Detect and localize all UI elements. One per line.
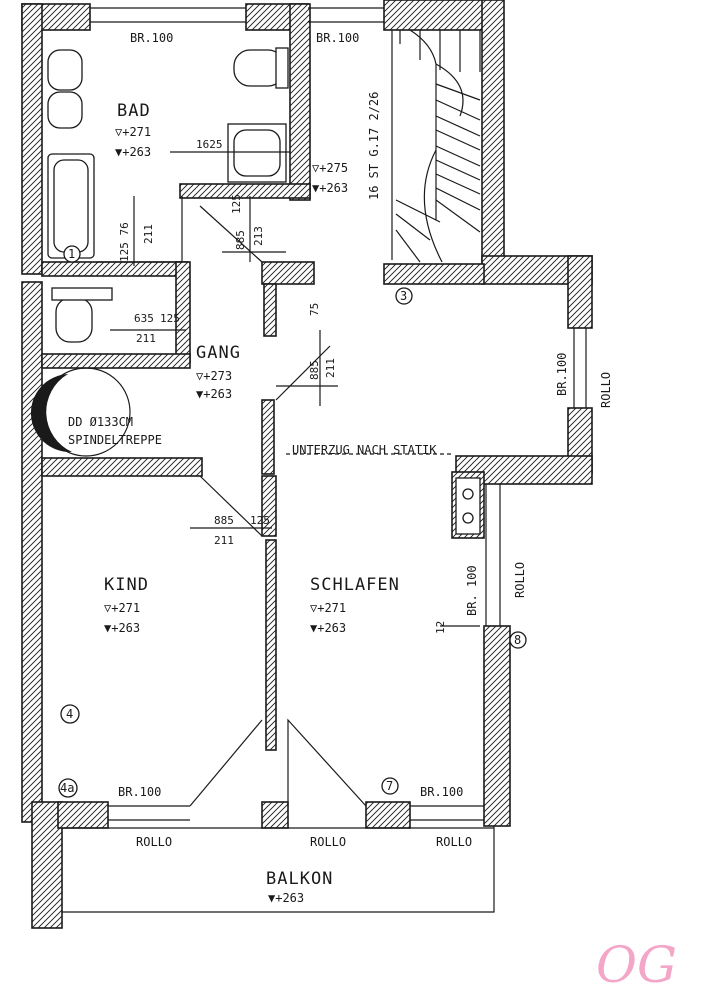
dim-635: 635 (134, 312, 154, 325)
dim-885-c: 885 (214, 514, 234, 527)
dim-125-a: 125 (230, 194, 243, 214)
spiral-staircase (30, 367, 131, 457)
window-label-right-lower: BR. 100 (465, 565, 479, 616)
rollo-label-bottom-left: ROLLO (136, 835, 172, 849)
windows (90, 7, 587, 821)
dim-211-b: 211 (136, 332, 156, 345)
interior-walls (41, 3, 485, 751)
window-label-wc: BR.100 (316, 31, 359, 45)
kind-level-1: ▽+271 (104, 601, 140, 615)
dim-213: 213 (252, 226, 265, 246)
main-staircase (391, 29, 481, 263)
dim-125-76: 125 76 (118, 222, 131, 262)
handwritten-signature: OG (596, 936, 677, 994)
dim-125-c: 125 (250, 514, 270, 527)
dim-885-a: 885 (234, 230, 247, 250)
marker-4: 4 (66, 707, 73, 721)
bath-fixtures (47, 47, 481, 535)
dimension-lines (96, 151, 480, 627)
washbasin-1 (47, 49, 83, 91)
spiral-stair-line1: DD Ø133CM (68, 415, 133, 429)
dim-1625: 1625 (196, 138, 223, 151)
rollo-label-right-lower: ROLLO (513, 562, 527, 598)
dim-885-b: 885 (308, 360, 321, 380)
dim-211-c: 211 (324, 358, 337, 378)
window-label-schlafen: BR.100 (420, 785, 463, 799)
washbasin-2 (47, 91, 83, 129)
rollo-label-bottom-mid: ROLLO (310, 835, 346, 849)
beam-note: UNTERZUG NACH STATIK (292, 443, 437, 457)
rollo-label-bottom-right: ROLLO (436, 835, 472, 849)
dim-12: 12 (434, 621, 447, 634)
marker-4a: 4a (60, 781, 74, 795)
room-name-bad: BAD (117, 101, 151, 121)
room-name-balkon: BALKON (266, 869, 333, 889)
wc-level-2: ▼+263 (312, 181, 348, 195)
marker-8: 8 (514, 633, 521, 647)
window-label-right-upper: BR.100 (555, 353, 569, 396)
bad-level-2: ▼+263 (115, 145, 151, 159)
wc-level-1: ▽+275 (312, 161, 348, 175)
balkon-level: ▼+263 (268, 891, 304, 905)
window-label-bad: BR.100 (130, 31, 173, 45)
marker-7: 7 (386, 779, 393, 793)
balcony-outline (62, 826, 495, 913)
doors (181, 196, 367, 807)
room-name-gang: GANG (196, 343, 241, 363)
dim-211-a: 211 (142, 224, 155, 244)
spiral-stair-line2: SPINDELTREPPE (68, 433, 162, 447)
dim-125-b: 125 (160, 312, 180, 325)
gang-level-1: ▽+273 (196, 369, 232, 383)
room-name-schlafen: SCHLAFEN (310, 575, 400, 595)
schlafen-level-1: ▽+271 (310, 601, 346, 615)
stair-label: 16 ST G.17 2/26 (367, 92, 381, 200)
rollo-label-right-upper: ROLLO (599, 372, 613, 408)
window-label-kind: BR.100 (118, 785, 161, 799)
markers: 1 3 4 4a 7 8 (58, 245, 527, 798)
bad-level-1: ▽+271 (115, 125, 151, 139)
chimney (455, 477, 481, 535)
toilet-lower (55, 297, 93, 343)
dim-211-d: 211 (214, 534, 234, 547)
schlafen-level-2: ▼+263 (310, 621, 346, 635)
room-name-kind: KIND (104, 575, 149, 595)
gang-level-2: ▼+263 (196, 387, 232, 401)
marker-3: 3 (400, 289, 407, 303)
dim-75: 75 (308, 303, 321, 316)
kind-level-2: ▼+263 (104, 621, 140, 635)
marker-1: 1 (68, 247, 75, 261)
